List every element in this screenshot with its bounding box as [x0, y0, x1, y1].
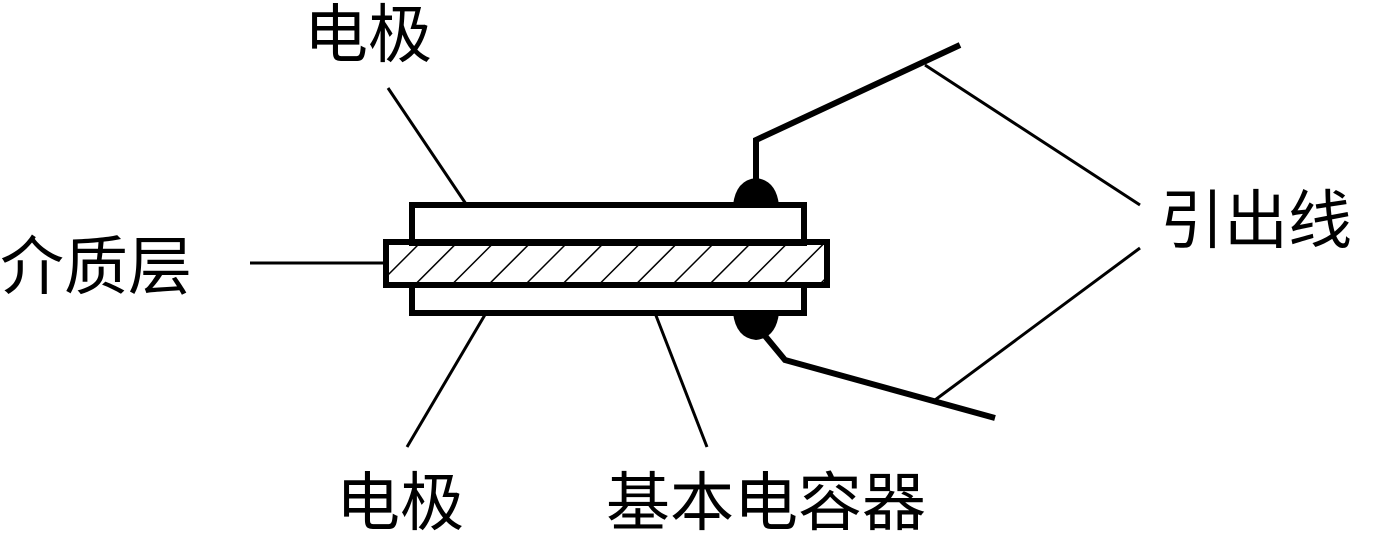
- leader-line-electrode-top: [386, 87, 468, 205]
- leader-line-electrode-bottom: [405, 312, 488, 448]
- label-electrode-top: 电极: [304, 0, 432, 73]
- label-electrode-bottom: 电极: [336, 467, 464, 541]
- leader-line-lead-top: [924, 63, 1141, 207]
- leader-line-base-capacitor: [653, 312, 709, 448]
- label-dielectric-layer: 介质层: [0, 231, 192, 305]
- top-solder-joint: [733, 178, 779, 205]
- label-lead-wires: 引出线: [1160, 185, 1352, 259]
- top-lead-wire: [753, 42, 962, 190]
- label-base-capacitor: 基本电容器: [606, 467, 926, 541]
- bottom-electrode: [409, 282, 807, 316]
- top-electrode: [409, 202, 807, 246]
- leader-line-lead-bottom: [934, 246, 1141, 402]
- dielectric-layer: [383, 239, 830, 288]
- bottom-lead-wire: [753, 323, 996, 421]
